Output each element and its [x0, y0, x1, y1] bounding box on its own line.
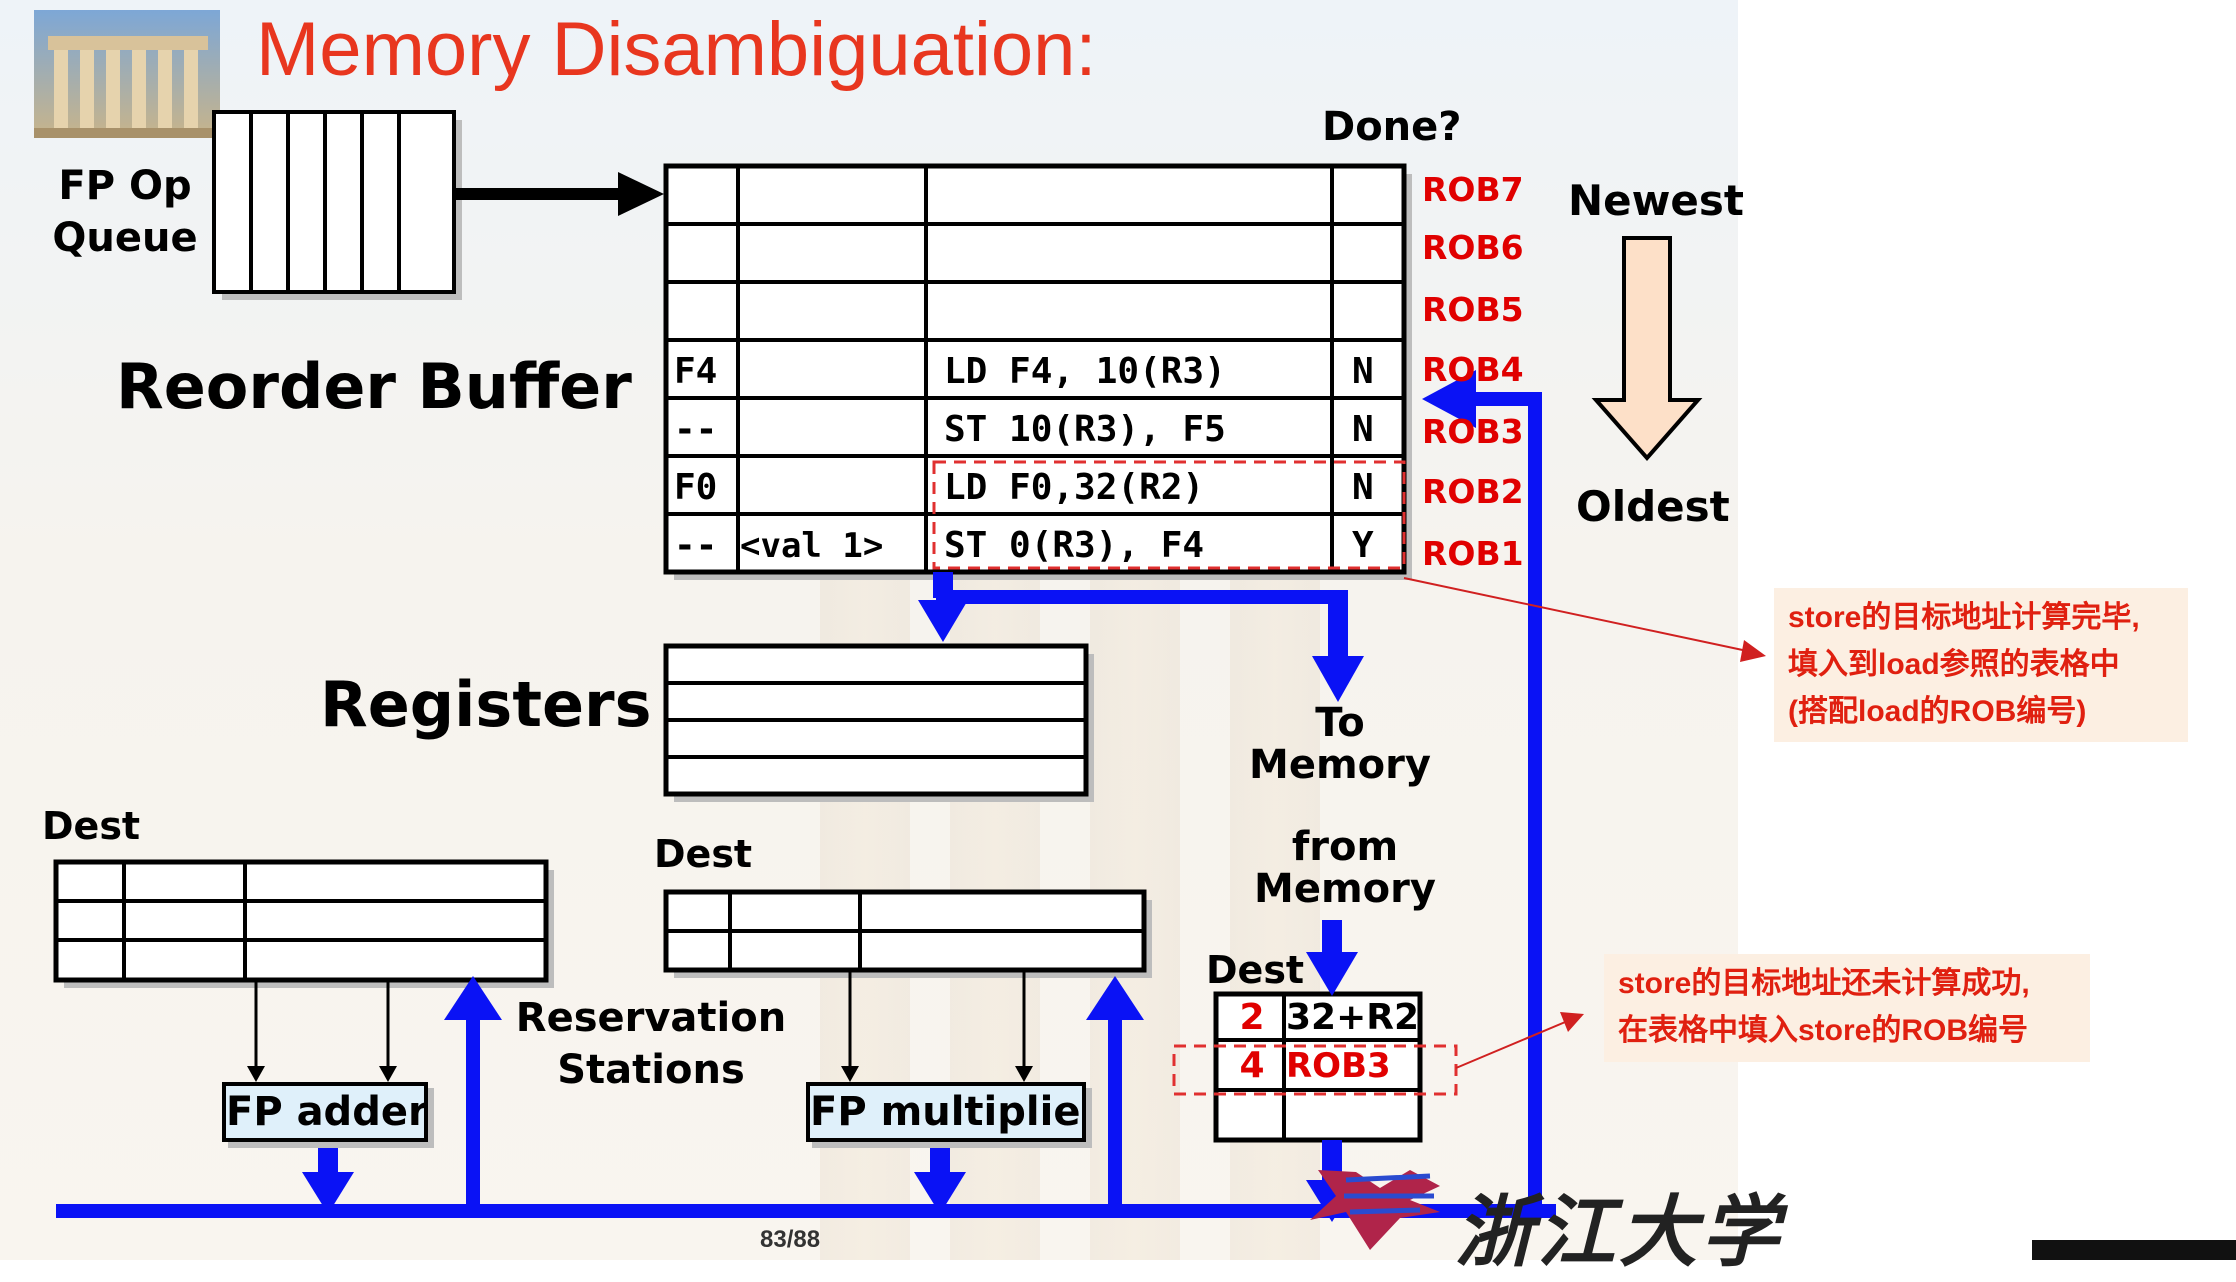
reservation-stations-label: Reservation Stations	[506, 992, 796, 1096]
from-memory-label-line: from	[1291, 824, 1399, 870]
note-line: 填入到load参照的表格中	[1788, 648, 2120, 681]
multiplier-dest-label: Dest	[654, 832, 753, 876]
background-pillar	[1230, 560, 1320, 1260]
note-line: store的目标地址还未计算成功,	[1618, 967, 2030, 1000]
adder-reservation-station	[53, 859, 554, 988]
store-pending-note: store的目标地址还未计算成功, 在表格中填入store的ROB编号	[1604, 954, 2090, 1062]
from-memory-label-line: Memory	[1254, 866, 1436, 912]
fp-op-queue-label: FP Op Queue	[40, 160, 210, 264]
note-line: store的目标地址计算完毕,	[1788, 601, 2140, 634]
load-entry-dashed-box	[1172, 1044, 1458, 1096]
load-buffer-addr-cell: ROB3	[1286, 1046, 1391, 1086]
annotation-pointers	[1403, 577, 1766, 1069]
newest-label: Newest	[1568, 176, 1744, 225]
rob-tag: ROB2	[1422, 472, 1524, 511]
corner-bar	[2032, 1240, 2236, 1260]
rob-tag: ROB6	[1422, 228, 1524, 267]
registers-table	[663, 643, 1094, 802]
reorder-buffer-label: Reorder Buffer	[116, 350, 632, 423]
rob-instr-cell: LD F0,32(R2)	[944, 467, 1205, 508]
queue-to-rob-arrow	[454, 172, 664, 216]
rob-dest-cell: F0	[674, 467, 718, 508]
done-header: Done?	[1322, 104, 1462, 150]
note-line: (搭配load的ROB编号)	[1788, 695, 2087, 728]
to-memory-label-line: To	[1315, 700, 1365, 746]
fp-op-queue	[212, 110, 462, 300]
rob-instr-cell: ST 0(R3), F4	[944, 525, 1205, 566]
rob-done-cell: N	[1352, 467, 1374, 508]
store-done-note: store的目标地址计算完毕, 填入到load参照的表格中 (搭配load的RO…	[1774, 588, 2188, 742]
registers-label: Registers	[320, 668, 652, 741]
rob-done-cell: N	[1352, 351, 1374, 392]
reorder-buffer-table	[663, 163, 1412, 580]
slide-title: Memory Disambiguation:	[256, 7, 1097, 92]
load-buffer-dest-label: Dest	[1206, 948, 1305, 992]
rob-done-cell: Y	[1352, 525, 1374, 566]
rob-instr-cell: ST 10(R3), F5	[944, 409, 1226, 450]
rob-tag: ROB1	[1422, 534, 1524, 573]
university-emblem	[1310, 1170, 1440, 1250]
to-memory-label: To Memory	[1240, 702, 1440, 786]
fp-multipliers-unit: FP multipliers	[806, 1082, 1086, 1142]
common-data-bus	[56, 370, 1556, 1222]
oldest-label: Oldest	[1576, 482, 1730, 531]
rob-done-cell: N	[1352, 409, 1374, 450]
rob-tag: ROB7	[1422, 170, 1524, 209]
load-buffer-addr-cell: 32+R2	[1286, 997, 1420, 1038]
rob-dest-cell: --	[674, 409, 718, 450]
rob-tag: ROB4	[1422, 350, 1524, 389]
reservation-stations-label-line: Stations	[557, 1047, 745, 1093]
rob-instr-cell: LD F4, 10(R3)	[944, 351, 1226, 392]
note-line: 在表格中填入store的ROB编号	[1618, 1014, 2029, 1047]
rob-tag: ROB5	[1422, 290, 1524, 329]
fp-adders-unit: FP adders	[222, 1082, 428, 1142]
newest-to-oldest-arrow	[1591, 236, 1703, 462]
fp-op-queue-label-line: Queue	[52, 215, 198, 261]
to-memory-label-line: Memory	[1249, 742, 1431, 788]
parthenon-photo	[34, 10, 220, 138]
adder-dest-label: Dest	[42, 804, 141, 848]
operand-feed-arrows	[247, 970, 1033, 1082]
from-memory-label: from Memory	[1240, 826, 1450, 910]
highlight-dashed-box	[932, 460, 1406, 570]
rob-value-cell: <val 1>	[740, 526, 884, 566]
load-buffer-num-cell: 4	[1239, 1045, 1265, 1086]
fp-op-queue-label-line: FP Op	[58, 163, 192, 209]
load-buffer-table	[1213, 991, 1423, 1143]
rob-dest-cell: --	[674, 525, 718, 566]
rob-tag: ROB3	[1422, 412, 1524, 451]
university-logo-text: 浙江大学	[1455, 1187, 1784, 1278]
page-number: 83/88	[760, 1226, 821, 1253]
load-buffer-num-cell: 2	[1239, 997, 1265, 1038]
multiplier-reservation-station	[663, 889, 1152, 978]
reservation-stations-label-line: Reservation	[515, 995, 787, 1041]
rob-dest-cell: F4	[674, 351, 718, 392]
